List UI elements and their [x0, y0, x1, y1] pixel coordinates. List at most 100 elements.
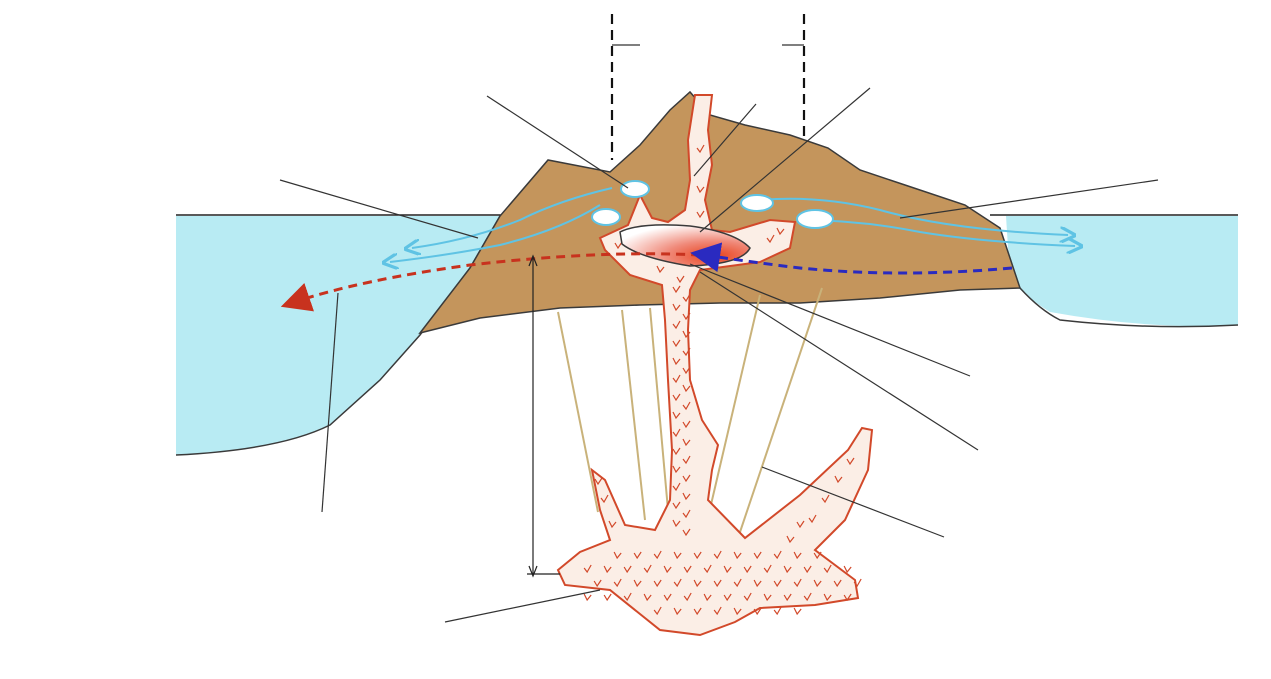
magma-texture-mark: [776, 227, 785, 236]
magma-texture-mark: [763, 564, 772, 574]
magma-texture-mark: [682, 528, 691, 537]
magma-texture-mark: [693, 579, 702, 588]
magma-texture-mark: [793, 578, 802, 588]
magma-texture-mark: [672, 339, 681, 348]
steam-vent-icon: [591, 208, 621, 226]
magma-texture-mark: [713, 579, 722, 588]
magma-texture-mark: [823, 564, 832, 574]
magma-texture-mark: [713, 606, 722, 616]
magma-texture-mark: [643, 593, 652, 602]
magma-texture-mark: [783, 593, 792, 602]
magma-texture-mark: [643, 564, 652, 574]
magma-texture-mark: [693, 607, 702, 616]
magma-texture-mark: [753, 551, 762, 560]
magma-texture-mark: [733, 578, 742, 588]
magma-texture-mark: [653, 579, 662, 588]
magma-texture-mark: [823, 593, 832, 602]
magma-texture-mark: [703, 564, 712, 574]
magma-texture-mark: [653, 550, 662, 560]
magma-texture-mark: [682, 384, 691, 393]
magma-texture-mark: [834, 475, 843, 484]
magma-texture-mark: [663, 565, 672, 574]
magma-texture-mark: [743, 592, 752, 602]
magma-texture-mark: [733, 551, 742, 560]
magma-texture-mark: [672, 465, 681, 474]
magma-texture-mark: [766, 234, 775, 244]
magma-texture-mark: [753, 579, 762, 588]
magma-texture-mark: [676, 275, 685, 284]
magma-texture-mark: [673, 578, 682, 588]
magma-texture-mark: [603, 593, 612, 602]
outflow-arrow-icon: [280, 252, 701, 312]
magma-texture-mark: [696, 144, 705, 154]
magma-texture-mark: [672, 428, 681, 438]
inflow-arrow-icon: [690, 242, 1013, 275]
magma-texture-mark: [773, 550, 782, 560]
magma-texture-mark: [682, 492, 691, 501]
magma-texture-mark: [623, 565, 632, 574]
boundary-markers: [610, 14, 806, 160]
magma-texture-mark: [608, 520, 617, 529]
magma-texture-mark: [853, 578, 862, 588]
magma-texture-mark: [672, 482, 681, 492]
magma-texture-mark: [783, 565, 792, 574]
magma-texture-mark: [633, 551, 642, 560]
magma-texture-mark: [683, 565, 692, 574]
magma-texture-mark: [603, 565, 612, 574]
magma-texture-mark: [803, 592, 812, 602]
magma-texture-mark: [653, 606, 662, 616]
magma-texture-mark: [623, 592, 632, 602]
magma-texture-mark: [843, 593, 852, 602]
magma-texture-mark: [743, 565, 752, 574]
magma-texture-mark: [672, 320, 681, 330]
magma-texture-mark: [733, 607, 742, 616]
left-seabed-outline: [175, 215, 501, 456]
magma-texture-mark: [672, 501, 681, 510]
magma-texture-mark: [613, 551, 622, 560]
magma-texture-mark: [682, 347, 691, 357]
magma-texture-mark: [614, 241, 623, 250]
magma-texture-mark: [846, 457, 855, 466]
magma-texture-mark: [682, 293, 691, 303]
steam-vent-icon: [740, 194, 774, 212]
magma-texture-mark: [693, 551, 702, 560]
magma-texture-mark: [696, 210, 705, 219]
left-sea: [176, 216, 500, 455]
magma-texture-mark: [613, 578, 622, 588]
steam-vent-icon: [620, 180, 650, 198]
magma-texture-mark: [672, 285, 681, 294]
magma-texture-mark: [813, 579, 822, 588]
magma-texture-mark: [796, 520, 805, 529]
magma-texture-mark: [683, 592, 692, 602]
fluid-flow-lines: [390, 187, 1075, 262]
right-seabed-outline: [1019, 287, 1239, 328]
magma-texture-mark: [682, 438, 691, 447]
magma-texture: [583, 144, 862, 616]
magma-texture-mark: [843, 565, 852, 574]
magma-texture-mark: [673, 551, 682, 560]
magma-texture-mark: [682, 455, 691, 465]
magma-texture-mark: [682, 401, 691, 411]
magma-texture-mark: [713, 550, 722, 560]
magma-texture-mark: [594, 477, 603, 486]
magma-texture-mark: [682, 509, 691, 519]
steam-vent-icon: [796, 209, 834, 229]
magma-texture-mark: [682, 420, 691, 429]
depth-measure: [527, 254, 560, 578]
magma-texture-mark: [682, 366, 691, 375]
magma-texture-mark: [682, 312, 691, 321]
magma-texture-mark: [808, 514, 817, 524]
magma-texture-mark: [793, 551, 802, 560]
magma-texture-mark: [753, 607, 762, 616]
magma-texture-mark: [593, 579, 602, 588]
fracture-lines: [557, 287, 823, 539]
magma-texture-mark: [793, 607, 802, 616]
magma-texture-mark: [600, 494, 609, 504]
magma-texture-mark: [583, 593, 592, 602]
magma-texture-mark: [672, 303, 681, 312]
magma-texture-mark: [786, 535, 795, 544]
magma-texture-mark: [663, 593, 672, 602]
magma-texture-mark: [672, 411, 681, 420]
